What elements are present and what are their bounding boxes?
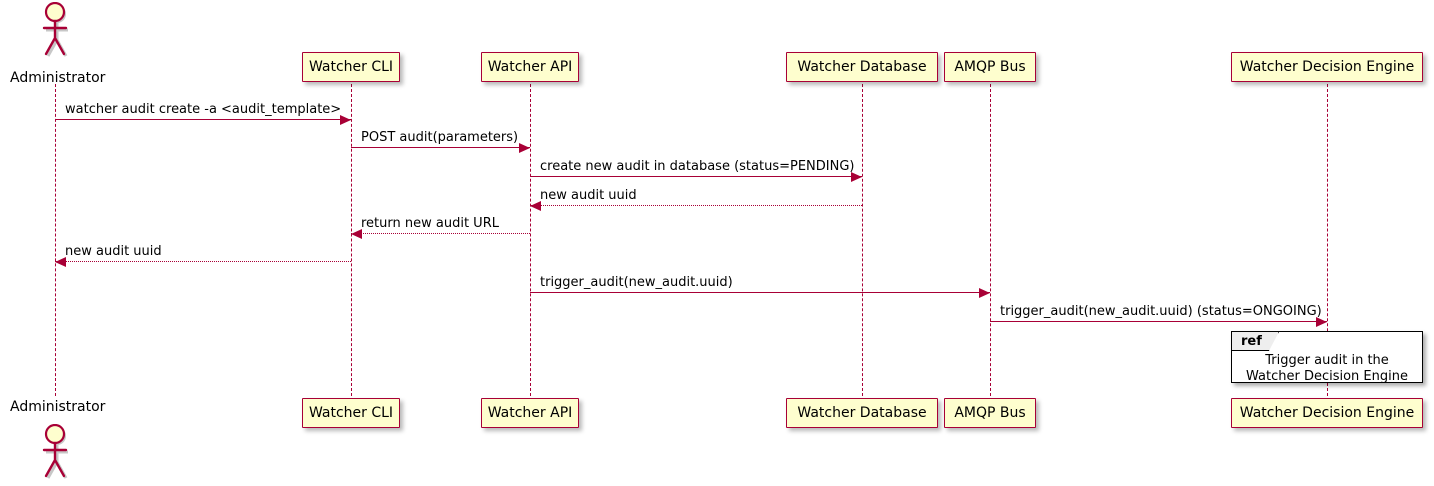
message-label-m8: trigger_audit(new_audit.uuid) (status=ON… (1000, 304, 1322, 319)
participant-box-amqp-bus-bottom[interactable]: AMQP Bus (944, 398, 1036, 428)
participant-box-watcher-db-bottom[interactable]: Watcher Database (786, 398, 938, 428)
participant-box-watcher-cli-bottom[interactable]: Watcher CLI (302, 398, 400, 428)
ref-fragment-line: Trigger audit in the (1265, 353, 1389, 368)
participant-label-administrator-bottom: Administrator (10, 399, 106, 415)
participant-box-amqp-bus-top[interactable]: AMQP Bus (944, 52, 1036, 82)
message-arrowhead-m1 (340, 114, 351, 125)
message-arrowhead-m7 (979, 287, 990, 298)
lifeline-watcher-api (530, 84, 531, 396)
message-line-m5 (351, 233, 530, 234)
message-arrowhead-m4 (530, 200, 541, 211)
participant-box-watcher-api-bottom[interactable]: Watcher API (481, 398, 579, 428)
message-label-m6: new audit uuid (65, 244, 162, 259)
participant-box-watcher-cli-top[interactable]: Watcher CLI (302, 52, 400, 82)
message-arrowhead-m8 (1316, 316, 1327, 327)
participant-label-administrator-top: Administrator (10, 70, 106, 86)
message-line-m4 (530, 205, 862, 206)
message-line-m8 (990, 321, 1327, 322)
ref-fragment-line: Watcher Decision Engine (1246, 369, 1408, 384)
message-arrowhead-m6 (55, 256, 66, 267)
participant-box-watcher-db-top[interactable]: Watcher Database (786, 52, 938, 82)
lifeline-watcher-cli (351, 84, 352, 396)
message-line-m3 (530, 176, 862, 177)
ref-fragment-tab: ref (1232, 332, 1279, 351)
message-line-m7 (530, 292, 990, 293)
message-label-m1: watcher audit create -a <audit_template> (65, 102, 342, 117)
message-arrowhead-m5 (351, 228, 362, 239)
lifeline-amqp-bus (990, 84, 991, 396)
message-line-m6 (55, 261, 351, 262)
actor-figure-administrator-bottom (33, 423, 77, 480)
message-label-m7: trigger_audit(new_audit.uuid) (540, 275, 733, 290)
message-label-m5: return new audit URL (361, 216, 499, 231)
lifeline-administrator (55, 84, 56, 396)
message-line-m1 (55, 119, 351, 120)
message-label-m4: new audit uuid (540, 188, 637, 203)
participant-box-decision-engine-top[interactable]: Watcher Decision Engine (1231, 52, 1423, 82)
message-line-m2 (351, 147, 530, 148)
message-arrowhead-m3 (851, 171, 862, 182)
message-label-m3: create new audit in database (status=PEN… (540, 159, 855, 174)
message-arrowhead-m2 (519, 142, 530, 153)
lifeline-decision-engine (1327, 84, 1328, 396)
message-label-m2: POST audit(parameters) (361, 130, 519, 145)
lifeline-watcher-db (862, 84, 863, 396)
actor-figure-administrator-top (33, 1, 77, 58)
participant-box-watcher-api-top[interactable]: Watcher API (481, 52, 579, 82)
participant-box-decision-engine-bottom[interactable]: Watcher Decision Engine (1231, 398, 1423, 428)
